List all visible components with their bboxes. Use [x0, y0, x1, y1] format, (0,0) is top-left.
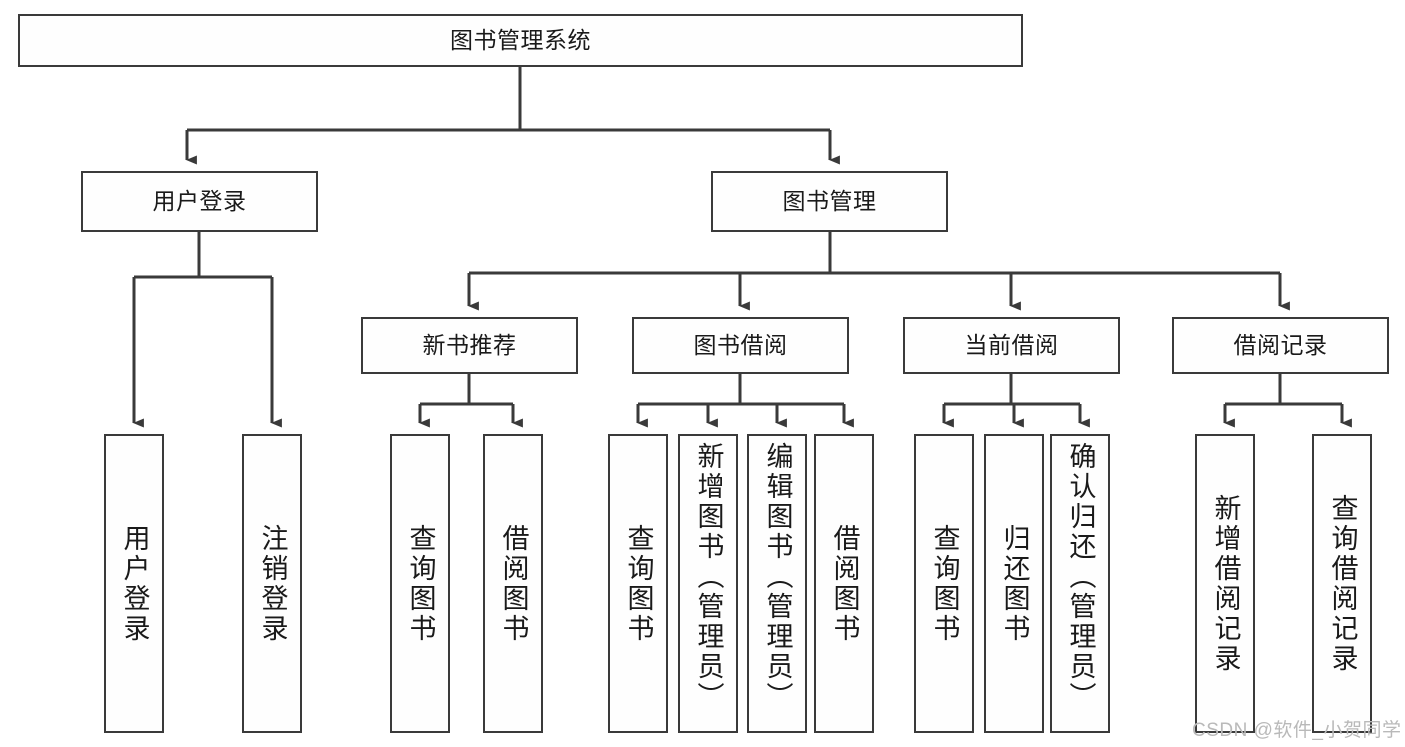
node-leaf-query-book-cur[interactable]: 查询图书 — [914, 434, 974, 733]
node-leaf-add-book[interactable]: 新增图书（管理员） — [678, 434, 738, 733]
node-leaf-edit-book[interactable]: 编辑图书（管理员） — [747, 434, 807, 733]
node-leaf-query-book-borrow[interactable]: 查询图书 — [608, 434, 668, 733]
node-leaf-add-record[interactable]: 新增借阅记录 — [1195, 434, 1255, 733]
node-leaf-return-book[interactable]: 归还图书 — [984, 434, 1044, 733]
node-user-login[interactable]: 用户登录 — [81, 171, 318, 232]
node-leaf-logout[interactable]: 注销登录 — [242, 434, 302, 733]
node-borrow-record-label: 借阅记录 — [1233, 332, 1328, 359]
node-leaf-logout-label: 注销登录 — [257, 523, 288, 644]
node-leaf-add-book-label: 新增图书（管理员） — [693, 442, 724, 712]
node-leaf-borrow-book[interactable]: 借阅图书 — [814, 434, 874, 733]
node-leaf-return-book-label: 归还图书 — [999, 523, 1030, 644]
node-book-borrow[interactable]: 图书借阅 — [632, 317, 849, 374]
node-book-borrow-label: 图书借阅 — [693, 332, 788, 359]
node-borrow-record[interactable]: 借阅记录 — [1172, 317, 1389, 374]
node-leaf-query-book-cur-label: 查询图书 — [929, 523, 960, 644]
node-leaf-query-record[interactable]: 查询借阅记录 — [1312, 434, 1372, 733]
node-leaf-borrow-book-label: 借阅图书 — [829, 523, 860, 644]
node-new-book-rec-label: 新书推荐 — [422, 332, 517, 359]
node-leaf-query-record-label: 查询借阅记录 — [1327, 493, 1358, 674]
node-current-borrow[interactable]: 当前借阅 — [903, 317, 1120, 374]
node-new-book-rec[interactable]: 新书推荐 — [361, 317, 578, 374]
node-leaf-user-login-label: 用户登录 — [119, 523, 150, 644]
node-root[interactable]: 图书管理系统 — [18, 14, 1023, 67]
node-leaf-confirm-return-label: 确认归还（管理员） — [1065, 442, 1096, 712]
node-book-manage[interactable]: 图书管理 — [711, 171, 948, 232]
node-leaf-user-login[interactable]: 用户登录 — [104, 434, 164, 733]
node-leaf-query-book-borrow-label: 查询图书 — [623, 523, 654, 644]
node-leaf-borrow-book-rec[interactable]: 借阅图书 — [483, 434, 543, 733]
node-root-label: 图书管理系统 — [450, 27, 591, 54]
node-leaf-query-book-rec-label: 查询图书 — [405, 523, 436, 644]
node-leaf-query-book-rec[interactable]: 查询图书 — [390, 434, 450, 733]
node-leaf-edit-book-label: 编辑图书（管理员） — [762, 442, 793, 712]
node-leaf-confirm-return[interactable]: 确认归还（管理员） — [1050, 434, 1110, 733]
node-leaf-borrow-book-rec-label: 借阅图书 — [498, 523, 529, 644]
watermark-text: CSDN @软件_小贺同学 — [1192, 720, 1402, 741]
node-leaf-add-record-label: 新增借阅记录 — [1210, 493, 1241, 674]
node-book-manage-label: 图书管理 — [782, 188, 877, 215]
node-current-borrow-label: 当前借阅 — [964, 332, 1059, 359]
node-user-login-label: 用户登录 — [152, 188, 247, 215]
